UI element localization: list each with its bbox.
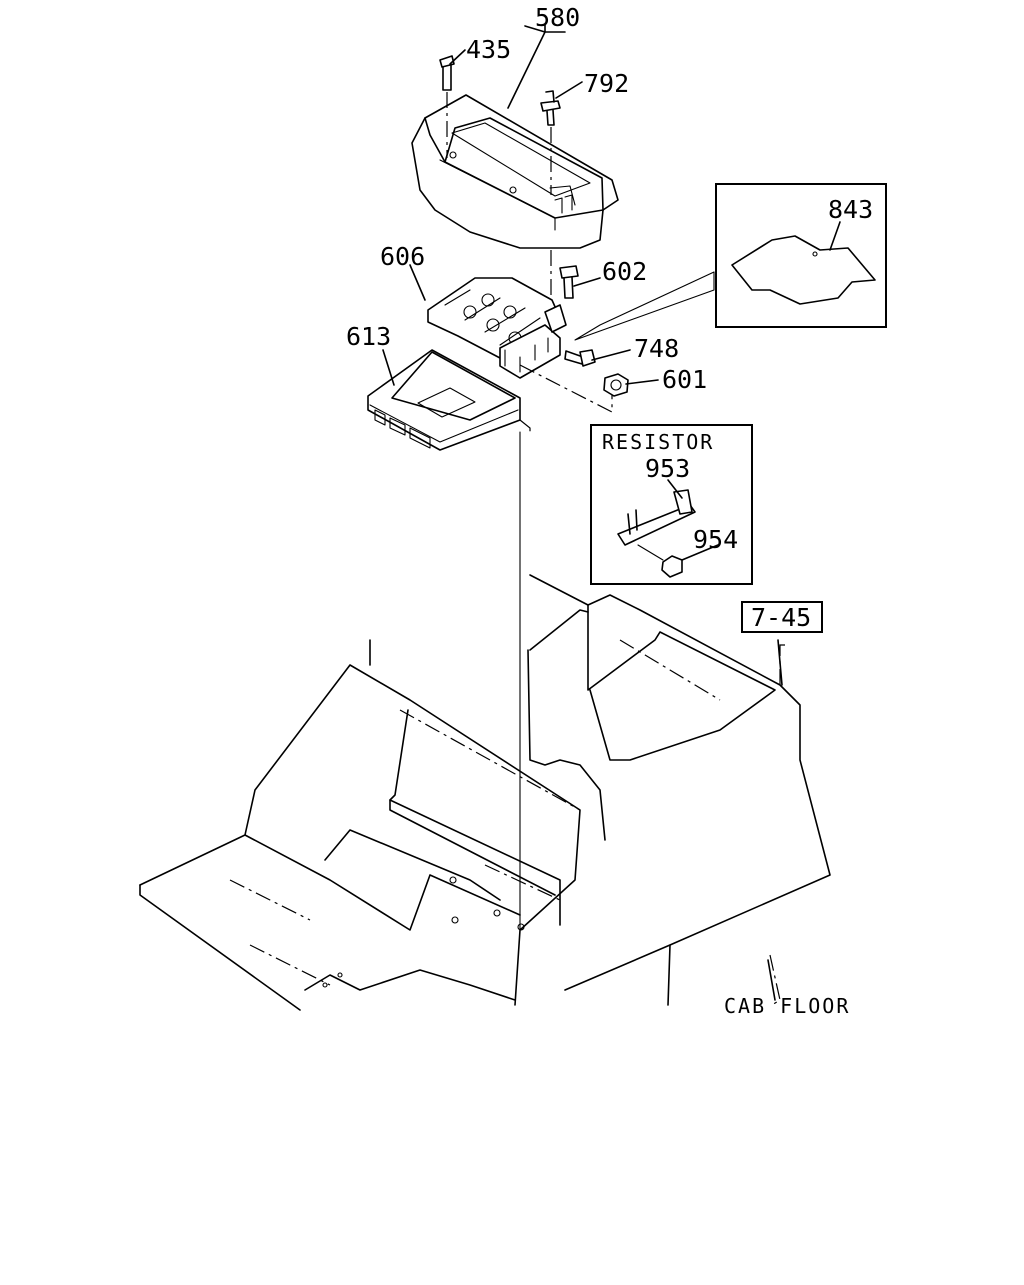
leader-lines (382, 23, 841, 1001)
bolt-602 (550, 250, 579, 300)
callout-843: 843 (828, 195, 873, 224)
resistor-label: RESISTOR (602, 430, 714, 454)
ecu-613 (367, 349, 531, 451)
nut-601 (519, 364, 629, 413)
callout-748: 748 (634, 334, 679, 363)
bracket-606 (427, 277, 567, 379)
cover-580 (411, 94, 619, 249)
callout-601: 601 (662, 365, 707, 394)
callout-613: 613 (346, 322, 391, 351)
reference-label: 7-45 (751, 603, 811, 632)
callout-606: 606 (380, 242, 425, 271)
callout-435: 435 (466, 35, 511, 64)
callout-580: 580 (535, 3, 580, 32)
bolt-748 (564, 349, 596, 367)
bolt-792 (540, 90, 561, 195)
resistor-box (590, 424, 753, 585)
callout-953: 953 (645, 454, 690, 483)
detail-box-843 (574, 183, 887, 341)
callout-602: 602 (602, 257, 647, 286)
callout-954: 954 (693, 525, 738, 554)
cab-floor (139, 574, 831, 1011)
cab-floor-label: CAB FLOOR (724, 994, 850, 1018)
callout-792: 792 (584, 69, 629, 98)
reference-box-7-45 (741, 601, 823, 633)
